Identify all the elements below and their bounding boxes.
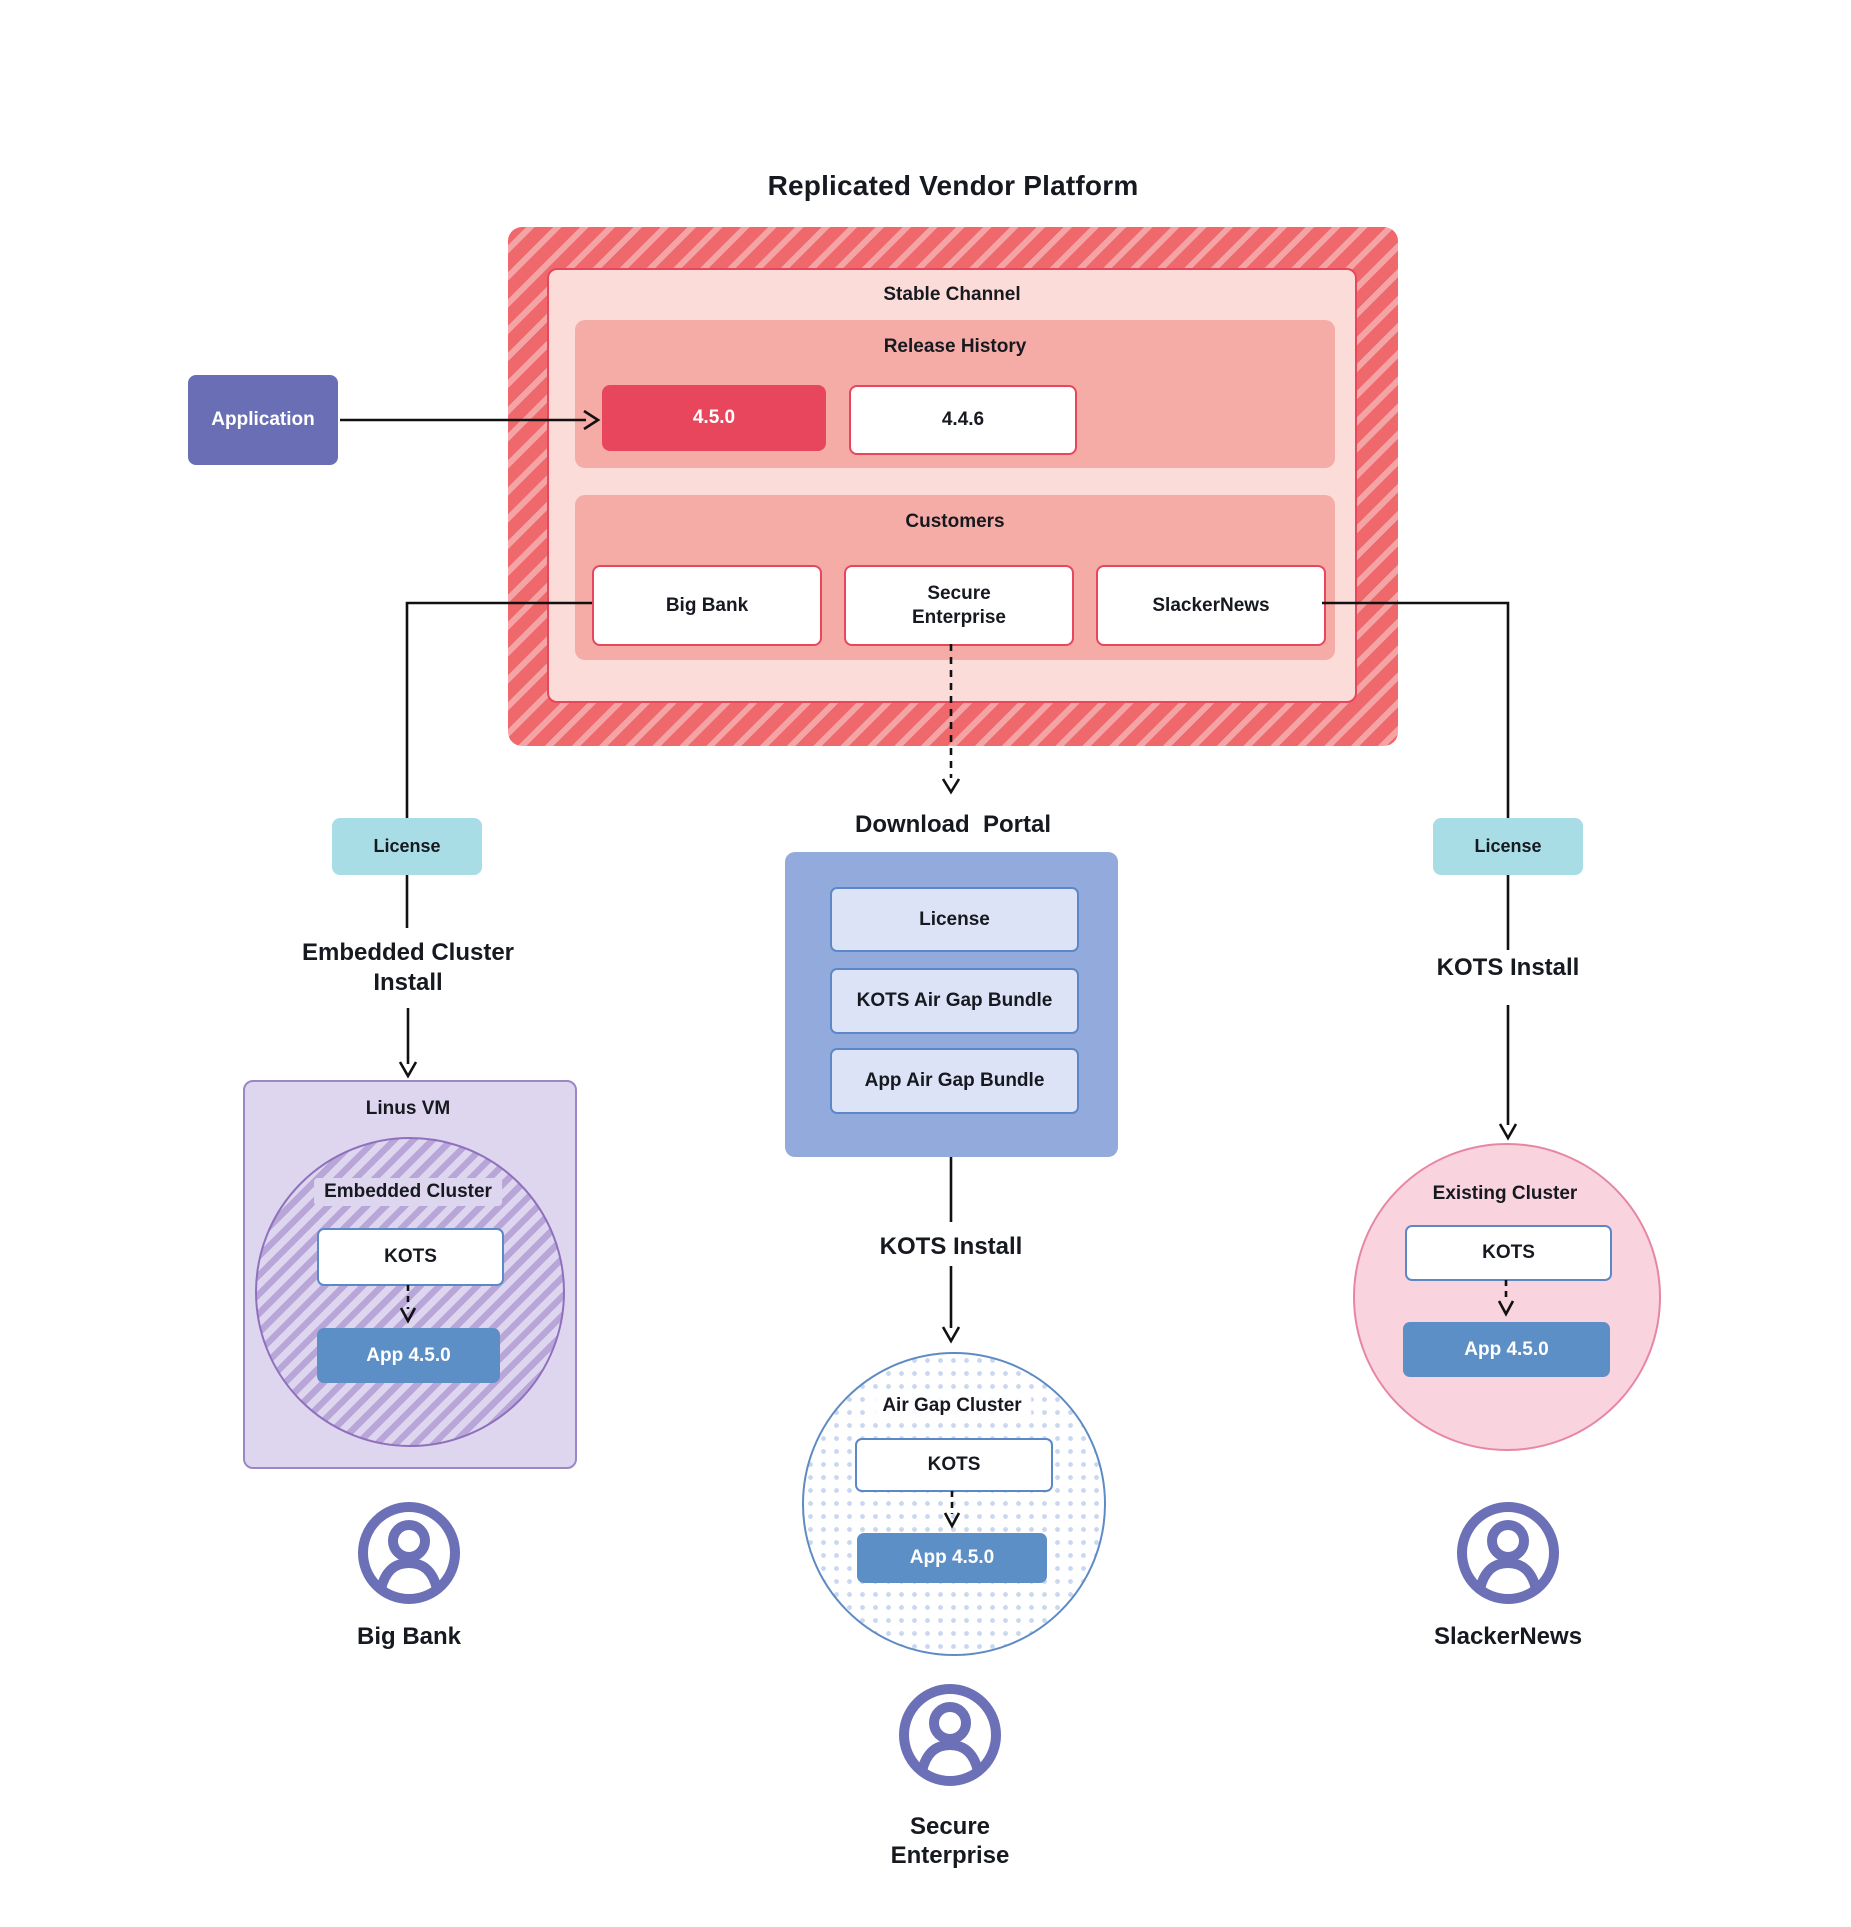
app-box-left: App 4.5.0: [317, 1328, 500, 1383]
embedded-cluster-install-label: Embedded Cluster Install: [301, 939, 515, 996]
app-box-right: App 4.5.0: [1403, 1322, 1610, 1377]
customer-slackernews-label: SlackerNews: [1152, 594, 1270, 616]
release-history-label: Release History: [883, 336, 1027, 357]
stable-channel-label: Stable Channel: [883, 284, 1021, 305]
arrowhead-portal: [941, 778, 961, 795]
big-bank-user-label: Big Bank: [309, 1622, 509, 1651]
kots-box-right: KOTS: [1405, 1225, 1612, 1281]
kots-box-left: KOTS: [317, 1228, 504, 1286]
big-bank-user-label-text: Big Bank: [356, 1623, 461, 1650]
secure-enterprise-user-label-text: Secure Enterprise: [890, 1813, 1010, 1870]
slackernews-user-label: SlackerNews: [1408, 1622, 1608, 1651]
secure-enterprise-user-icon: [899, 1684, 1001, 1786]
slackernews-user-icon: [1457, 1502, 1559, 1604]
arrowhead-airgap: [941, 1326, 961, 1344]
customer-big-bank: Big Bank: [592, 565, 822, 646]
existing-cluster-label: Existing Cluster: [1432, 1183, 1578, 1204]
app-box-middle: App 4.5.0: [857, 1533, 1047, 1583]
customers-label: Customers: [905, 511, 1005, 532]
customer-slackernews: SlackerNews: [1096, 565, 1326, 646]
release-version-current: 4.5.0: [602, 385, 826, 451]
portal-item-license: License: [830, 887, 1079, 952]
arrowhead-existing: [1498, 1123, 1518, 1141]
kots-install-label-middle: KOTS Install: [879, 1233, 1023, 1260]
portal-item-kots-airgap-bundle: KOTS Air Gap Bundle: [830, 968, 1079, 1034]
air-gap-cluster-label: Air Gap Cluster: [872, 1392, 1032, 1420]
portal-item-app-airgap-bundle: App Air Gap Bundle: [830, 1048, 1079, 1114]
customer-big-bank-label: Big Bank: [665, 594, 749, 616]
arrowhead-vm: [398, 1061, 418, 1079]
customer-secure-enterprise: Secure Enterprise: [844, 565, 1074, 646]
diagram-title: Replicated Vendor Platform: [767, 170, 1139, 201]
big-bank-user-icon: [358, 1502, 460, 1604]
slackernews-user-label-text: SlackerNews: [1433, 1623, 1583, 1650]
license-box-left: License: [332, 818, 482, 875]
kots-install-label-right: KOTS Install: [1436, 954, 1580, 981]
secure-enterprise-user-label: Secure Enterprise: [850, 1812, 1050, 1871]
application-box: Application: [188, 375, 338, 465]
linus-vm-label: Linus VM: [365, 1098, 451, 1119]
embedded-cluster-circle-label: Embedded Cluster: [314, 1178, 502, 1206]
release-version-previous: 4.4.6: [849, 385, 1077, 455]
license-box-right: License: [1433, 818, 1583, 875]
download-portal-label: Download Portal: [854, 811, 1051, 838]
customer-secure-enterprise-label: Secure Enterprise: [912, 582, 1006, 628]
kots-box-middle: KOTS: [855, 1438, 1053, 1492]
